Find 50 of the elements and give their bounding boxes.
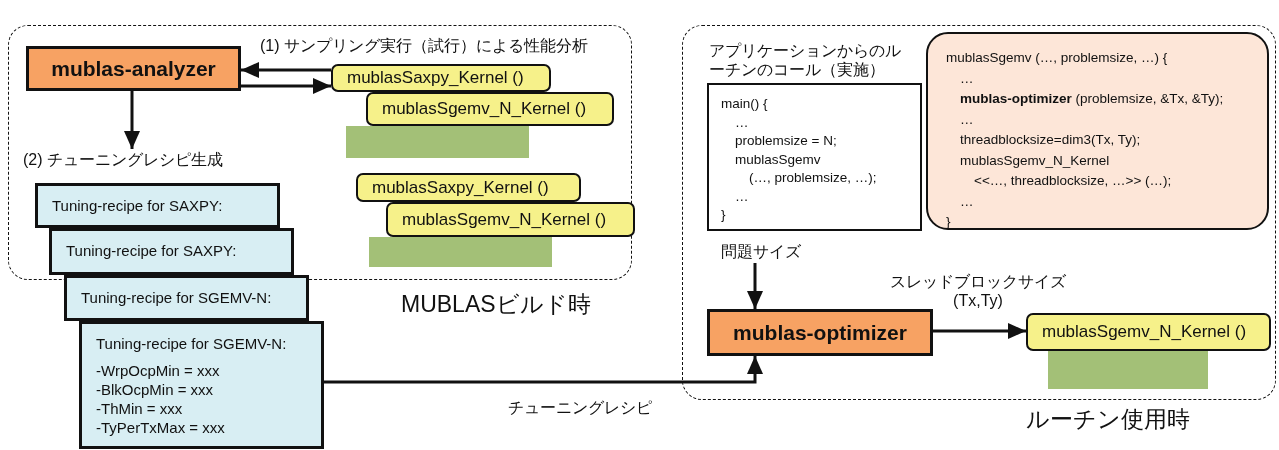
code-line: } — [721, 206, 727, 224]
card-text: -BlkOcpMin = xxx — [96, 380, 215, 399]
recipe-card — [79, 321, 324, 449]
box-heading: アプリケーションからのルーチンのコール（実施） — [709, 41, 902, 79]
gpu-block — [1048, 351, 1208, 389]
code-line: mublas-optimizer (problemsize, &Tx, &Ty); — [959, 90, 1225, 108]
code-box — [926, 32, 1269, 230]
gpu-block — [346, 126, 529, 158]
card-heading: Tuning-recipe for SGEMV-N: — [81, 288, 273, 307]
code-line: … — [734, 187, 750, 206]
card-text: -ThMin = xxx — [96, 399, 184, 418]
code-line: mublasSgemv (…, problemsize, …) { — [946, 49, 1169, 67]
gpu-block — [369, 237, 552, 267]
region-heading: MUBLASビルド時 — [401, 290, 591, 319]
arrow — [324, 356, 763, 384]
card-heading: Tuning-recipe for SGEMV-N: — [96, 334, 288, 353]
code-line: … — [959, 69, 975, 88]
code-line: problemsize = N; — [734, 132, 838, 150]
card-heading: Tuning-recipe for SAXPY: — [52, 196, 224, 215]
edge-label: スレッドブロックサイズ (Tx,Ty) — [889, 272, 1067, 310]
code-line: … — [734, 113, 750, 132]
process-box: mublas-optimizer — [707, 309, 933, 356]
code-line: (…, problemsize, …); — [748, 169, 878, 187]
code-line: threadblocksize=dim3(Tx, Ty); — [959, 131, 1142, 149]
kernel-box: mublasSgemv_N_Kernel () — [366, 92, 614, 126]
code-line: mublasSgemv — [734, 150, 822, 169]
region-heading: ルーチン使用時 — [1026, 405, 1190, 434]
recipe-card — [64, 275, 309, 321]
code-line: … — [959, 110, 975, 129]
edge-label: チューニングレシピ — [507, 398, 653, 417]
card-text: -WrpOcpMin = xxx — [96, 361, 221, 380]
kernel-box: mublasSaxpy_Kernel () — [356, 173, 581, 202]
code-line: <<…, threadblocksize, …>> (…); — [973, 172, 1173, 190]
arrow — [241, 78, 331, 94]
input-label: 問題サイズ — [721, 241, 821, 263]
step-label: (2) チューニングレシピ生成 — [23, 149, 253, 171]
arrow — [747, 263, 763, 309]
arrow — [124, 91, 140, 149]
arrow — [241, 62, 331, 78]
code-line: mublasSgemv_N_Kernel — [959, 151, 1111, 170]
card-text: -TyPerTxMax = xxx — [96, 418, 226, 437]
arrow — [933, 323, 1026, 339]
kernel-box: mublasSaxpy_Kernel () — [331, 64, 551, 92]
process-box: mublas-analyzer — [26, 46, 241, 91]
code-line: main() { — [721, 95, 769, 113]
step-label: (1) サンプリング実行（試行）による性能分析 — [260, 36, 588, 56]
kernel-box: mublasSgemv_N_Kernel () — [1026, 313, 1271, 351]
card-heading: Tuning-recipe for SAXPY: — [66, 241, 238, 260]
code-line: … — [959, 192, 975, 211]
kernel-box: mublasSgemv_N_Kernel () — [386, 202, 635, 237]
